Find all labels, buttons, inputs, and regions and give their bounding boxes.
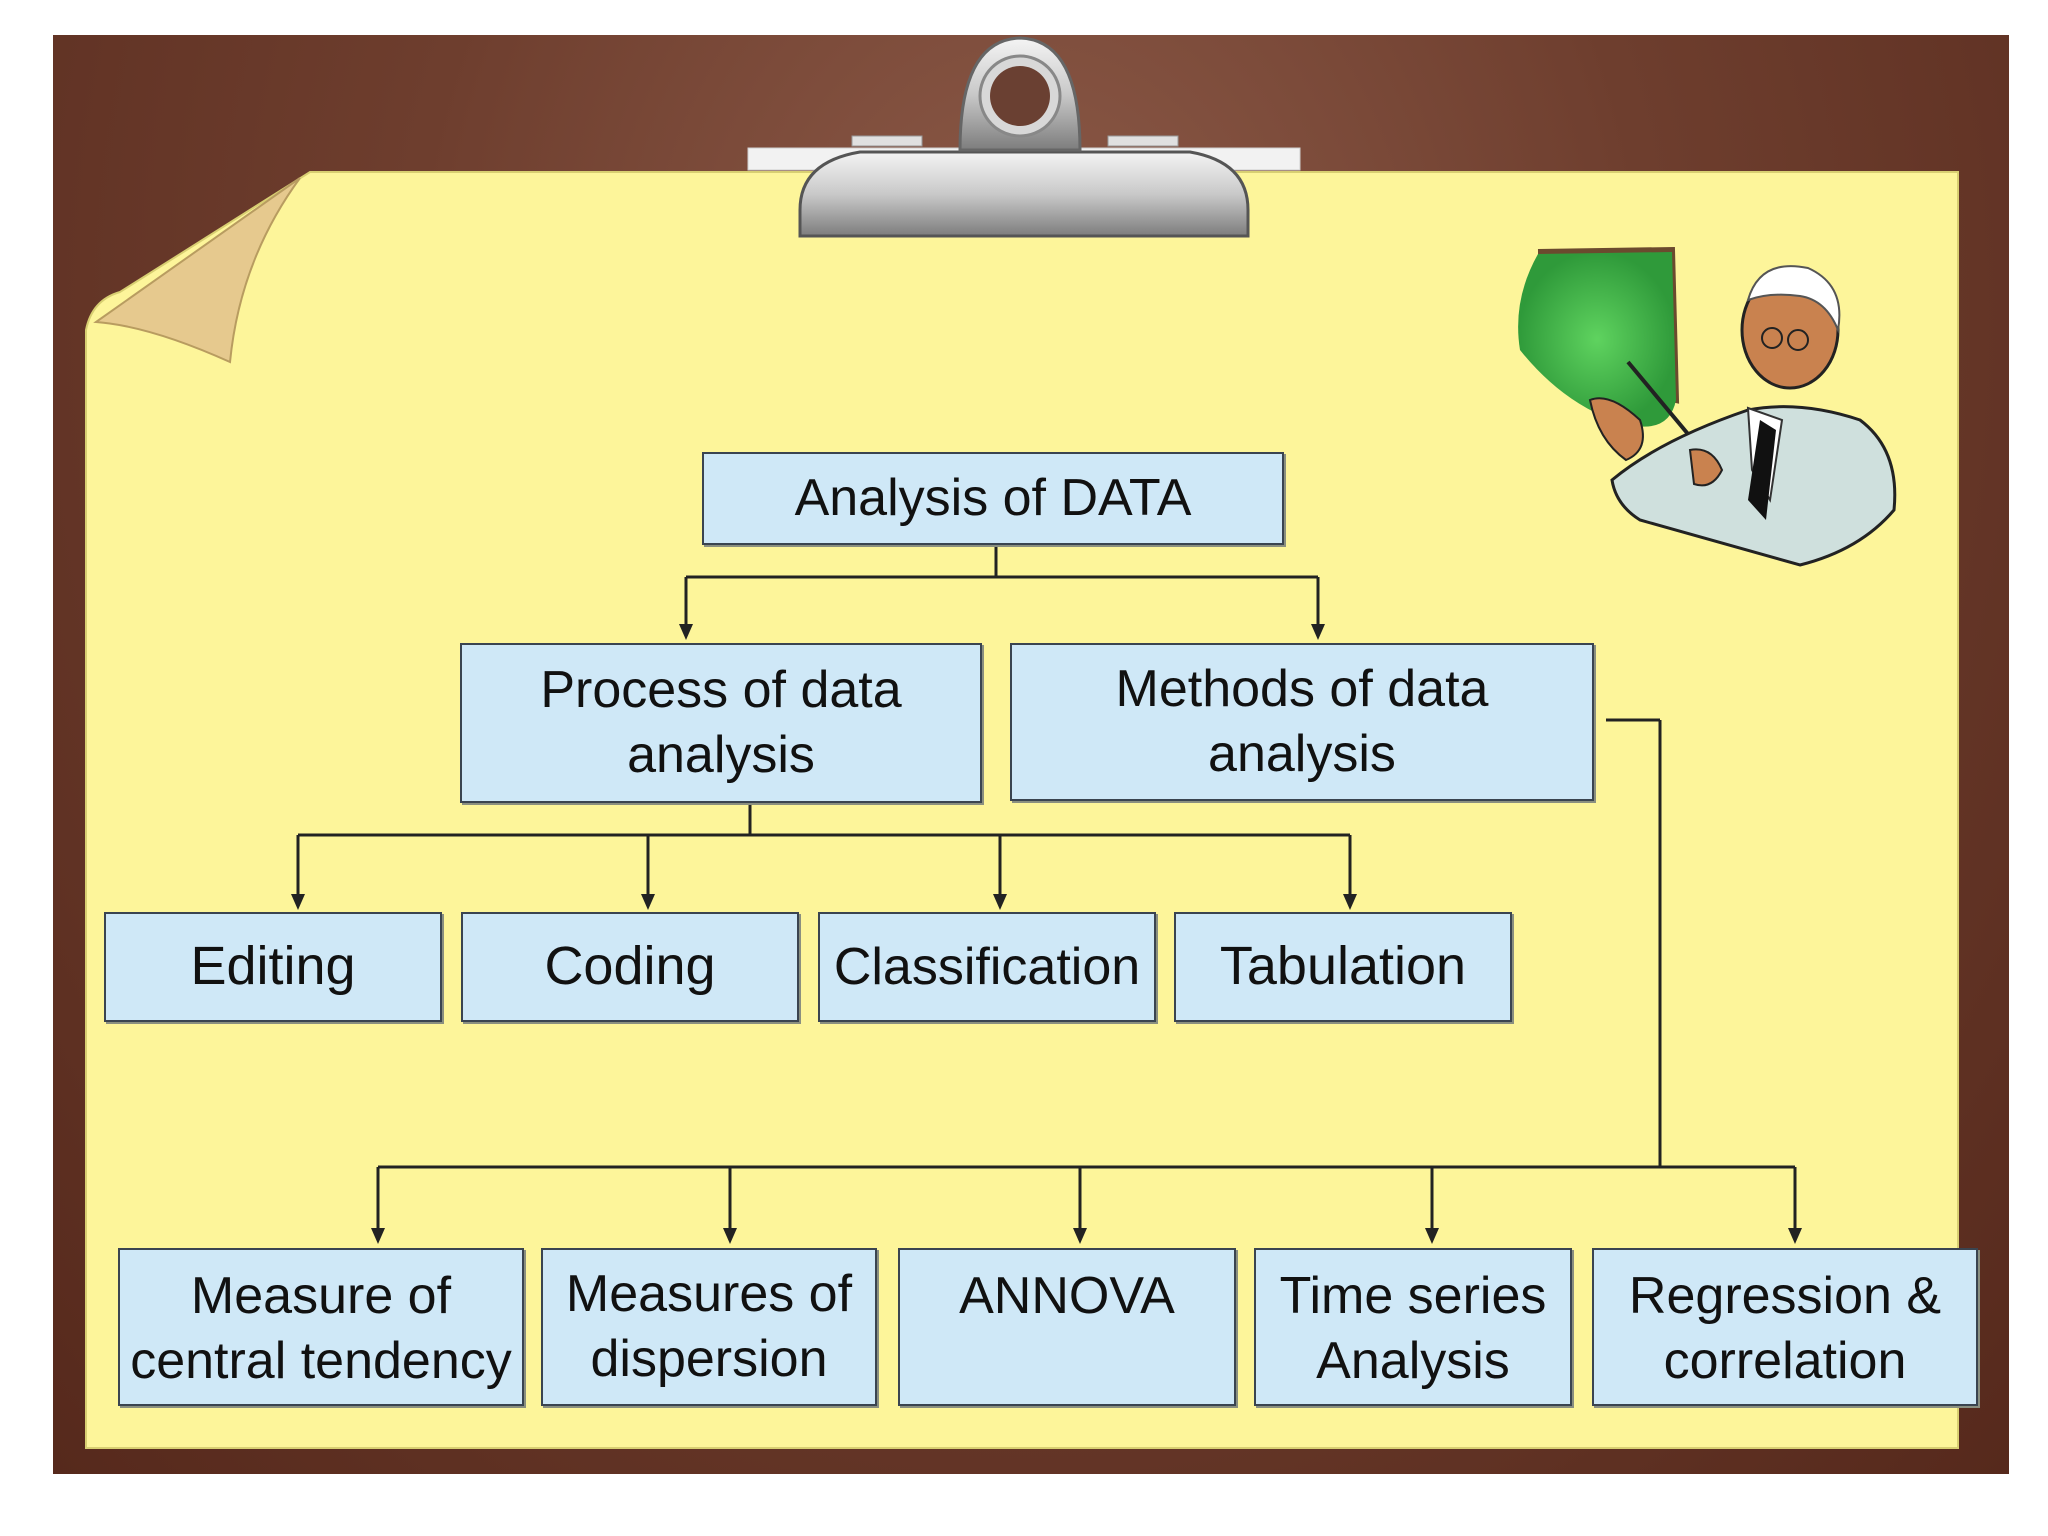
process-child-classification: Classification bbox=[818, 912, 1156, 1022]
methods-child-label: ANNOVA bbox=[959, 1267, 1175, 1325]
teacher-with-board-illustration bbox=[1518, 246, 1897, 567]
connectors bbox=[296, 545, 1797, 1232]
methods-child-regression: Regression & correlation bbox=[1592, 1248, 1978, 1406]
page-curl bbox=[93, 177, 301, 364]
root-node: Analysis of DATA bbox=[702, 452, 1284, 545]
methods-child-time-series: Time series Analysis bbox=[1254, 1248, 1572, 1406]
branch-node-process-label: Process of data analysis bbox=[540, 661, 902, 784]
process-child-label: Classification bbox=[833, 937, 1141, 996]
methods-child-annova: ANNOVA bbox=[898, 1248, 1236, 1406]
process-child-label: Coding bbox=[544, 936, 716, 997]
process-child-label: Tabulation bbox=[1219, 936, 1467, 997]
branch-node-process: Process of data analysis bbox=[460, 643, 982, 803]
process-child-tabulation: Tabulation bbox=[1174, 912, 1512, 1022]
process-child-coding: Coding bbox=[461, 912, 799, 1022]
methods-child-label: Measure of central tendency bbox=[130, 1267, 512, 1390]
methods-child-label: Regression & correlation bbox=[1628, 1267, 1942, 1390]
arrowheads bbox=[291, 624, 1802, 1244]
paper-sheet bbox=[85, 171, 1959, 1449]
methods-child-label: Measures of dispersion bbox=[565, 1265, 853, 1388]
methods-child-central-tendency: Measure of central tendency bbox=[118, 1248, 524, 1406]
root-node-label: Analysis of DATA bbox=[794, 469, 1192, 527]
methods-child-dispersion: Measures of dispersion bbox=[541, 1248, 877, 1406]
process-child-label: Editing bbox=[190, 936, 356, 997]
branch-node-methods-label: Methods of data analysis bbox=[1115, 660, 1489, 783]
clipboard-clip-icon bbox=[798, 36, 1250, 238]
process-child-editing: Editing bbox=[104, 912, 442, 1022]
branch-node-methods: Methods of data analysis bbox=[1010, 643, 1594, 801]
methods-child-label: Time series Analysis bbox=[1279, 1267, 1547, 1390]
